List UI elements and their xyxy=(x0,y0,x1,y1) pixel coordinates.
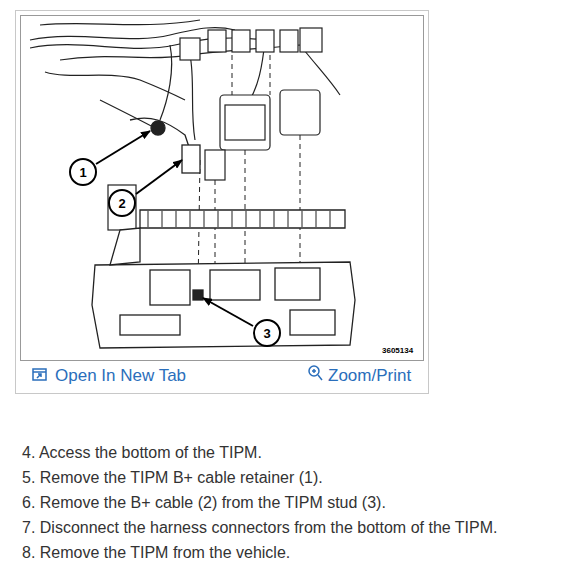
zoom-icon xyxy=(309,366,322,380)
callout-circle: 1 xyxy=(69,158,97,186)
step-text: 4. Access the bottom of the TIPM. xyxy=(22,444,262,462)
rib-line xyxy=(302,211,303,227)
rib-line xyxy=(288,211,289,227)
b-plus-cable xyxy=(130,118,200,173)
rib-line xyxy=(330,211,331,227)
leader-arrows xyxy=(96,131,253,326)
step-text: 8. Remove the TIPM from the vehicle. xyxy=(22,544,290,562)
rib-line xyxy=(246,211,247,227)
figure-number: 3605134 xyxy=(382,346,413,355)
callout-circle: 3 xyxy=(253,319,281,347)
open-tab-icon xyxy=(33,369,46,380)
rib-line xyxy=(176,211,177,227)
assembly-lines xyxy=(198,55,300,290)
callout-number: 3 xyxy=(263,327,270,340)
image-border xyxy=(21,16,424,361)
open-link: Open In New Tab xyxy=(55,366,186,386)
callout-circle: 2 xyxy=(108,189,136,217)
wiring-harness xyxy=(30,20,340,140)
rib-line xyxy=(148,211,149,227)
callout-number: 1 xyxy=(79,166,86,179)
rib-line xyxy=(162,211,163,227)
image-frame xyxy=(16,11,429,394)
rib-line xyxy=(190,211,191,227)
tipm-ribs xyxy=(148,211,330,227)
step-text: 7. Disconnect the harness connectors fro… xyxy=(22,519,498,537)
callout-number: 2 xyxy=(118,197,125,210)
rib-line xyxy=(232,211,233,227)
rib-line xyxy=(218,211,219,227)
rib-line xyxy=(260,211,261,227)
rib-line xyxy=(274,211,275,227)
step-text: 5. Remove the TIPM B+ cable retainer (1)… xyxy=(22,469,323,487)
rib-line xyxy=(204,211,205,227)
rib-line xyxy=(316,211,317,227)
zoom-link: Zoom/Print xyxy=(328,366,411,386)
step-text: 6. Remove the B+ cable (2) from the TIPM… xyxy=(22,494,386,512)
tipm-housing xyxy=(92,210,355,348)
